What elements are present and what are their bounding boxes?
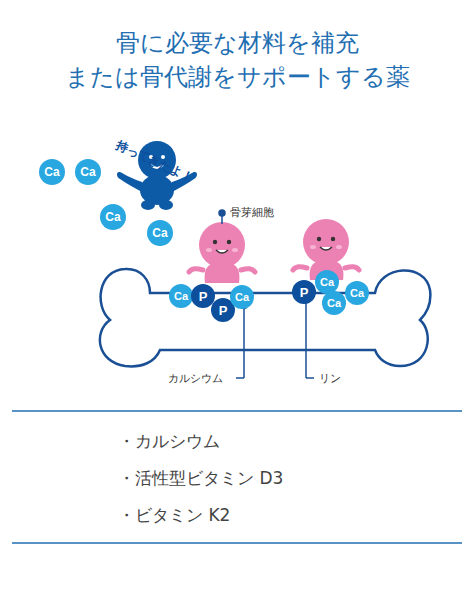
circle-label: Ca: [350, 287, 364, 299]
osteoblast-figure: [189, 222, 255, 283]
calcium-circle: Ca: [39, 159, 65, 185]
calcium-circle: Ca: [75, 159, 101, 185]
title: 骨に必要な材料を補充 または骨代謝をサポートする薬: [20, 26, 454, 94]
circle-label: Ca: [105, 210, 120, 224]
calcium-circle: Ca: [230, 285, 254, 309]
part-name: リン: [317, 371, 343, 386]
circle-label: P: [199, 289, 208, 304]
list-item: ・ビタミン K2: [118, 504, 230, 527]
separator: [12, 542, 462, 544]
leader-line: [219, 210, 314, 378]
bone-outline: [100, 269, 431, 366]
circle-label: Ca: [80, 165, 95, 179]
separator: [12, 410, 462, 412]
circle-label: P: [300, 285, 309, 300]
phosphorus-circle: P: [292, 280, 316, 304]
circle-label: Ca: [174, 290, 188, 302]
list-item: ・活性型ビタミン D3: [118, 467, 283, 490]
list-item: ・カルシウム: [118, 430, 220, 453]
calcium-circle: Ca: [322, 291, 346, 315]
circle-label: Ca: [327, 297, 341, 309]
circle-label: P: [219, 303, 228, 318]
calcium-circle: Ca: [147, 220, 173, 246]
calcium-circle: Ca: [100, 204, 126, 230]
circle-label: Ca: [320, 276, 334, 288]
calcium-circle: Ca: [169, 284, 193, 308]
part-name: 骨芽細胞: [228, 205, 276, 220]
circle-label: Ca: [152, 226, 167, 240]
circle-label: Ca: [235, 291, 249, 303]
calcium-circle: Ca: [345, 281, 369, 305]
circle-label: Ca: [44, 165, 59, 179]
part-name: カルシウム: [166, 371, 225, 386]
